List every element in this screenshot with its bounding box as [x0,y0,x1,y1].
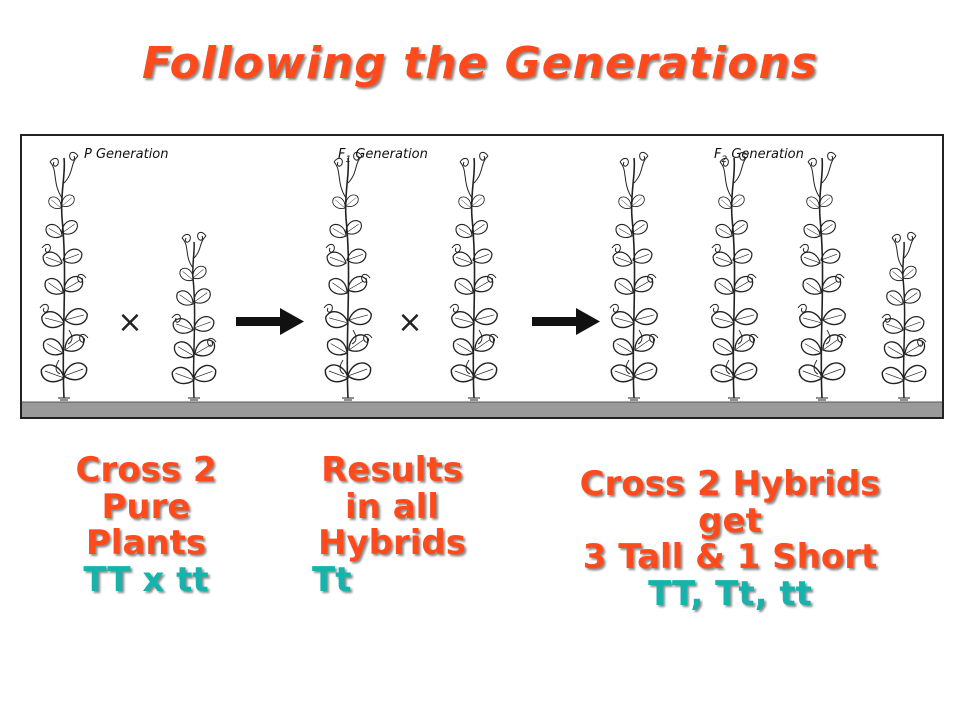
right-arrow-icon [532,308,600,335]
tall-pea-plant [797,152,848,400]
f2-generation-label: F2 Generation [714,147,804,165]
caption-line: get [698,500,762,541]
ground-strip [22,402,942,417]
tall-pea-plant [709,152,760,400]
page-title: Following the Generations [141,38,819,89]
caption-cross-pure: Cross 2 Pure Plants TT x tt [40,452,252,599]
hybrid-pea-plant [449,152,500,400]
tall-pea-plant [609,152,660,400]
generations-illustration: P Generation F1 Generation F2 Generation… [22,147,942,417]
pea-plant-generations-figure: P Generation F1 Generation F2 Generation… [20,134,944,419]
genotype-label: TT x tt [83,560,209,601]
short-pea-plant [880,232,929,400]
caption-line: Cross 2 Hybrids [579,464,881,504]
cross-symbol: × [117,305,142,340]
caption-line: Pure [101,486,191,527]
cross-symbol: × [397,305,422,340]
caption-line: Results [321,450,463,490]
caption-line: Cross 2 [75,450,217,490]
caption-line: in all [345,486,439,527]
hybrid-pea-plant [323,152,374,400]
right-arrow-icon [236,308,304,335]
caption-line: 3 Tall & 1 Short [582,537,878,578]
short-pea-plant [170,232,219,400]
genotype-label: TT, Tt, tt [648,574,812,615]
caption-line: Hybrids [318,523,466,564]
tall-pea-plant [39,152,90,400]
genotype-label: Tt [312,560,352,601]
caption-results-hybrids: Results in all Hybrids Tt [284,452,500,599]
p-generation-label: P Generation [84,147,169,162]
caption-cross-hybrids: Cross 2 Hybrids get 3 Tall & 1 Short TT,… [520,466,940,613]
f1-generation-label: F1 Generation [338,147,428,165]
caption-line: Plants [85,523,207,564]
